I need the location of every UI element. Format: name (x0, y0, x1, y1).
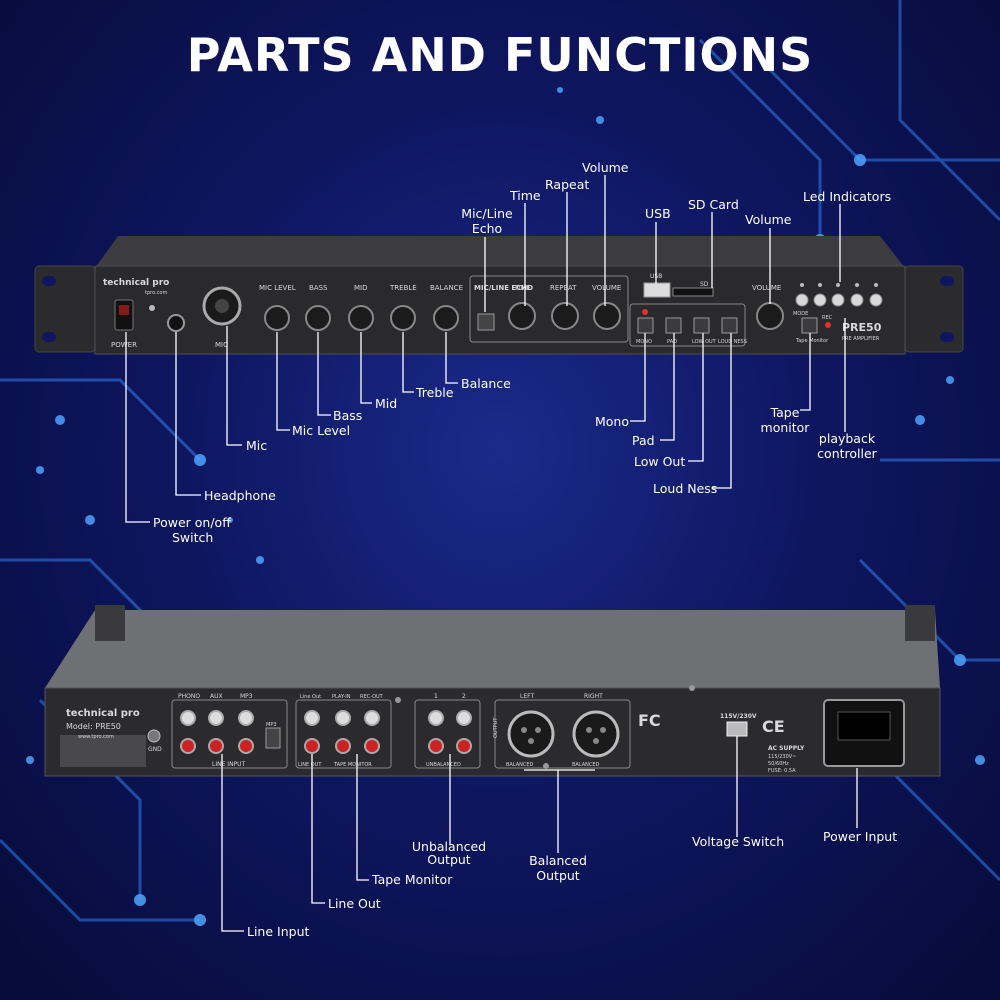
front-rec-text: REC (822, 315, 833, 321)
label-balanced-1: Balanced (529, 853, 587, 868)
front-model-sub: PRE AMPLIFIER (842, 336, 880, 342)
label-treble: Treble (416, 385, 454, 400)
label-balance: Balance (461, 376, 511, 391)
label-mic-line-echo-2: Echo (471, 221, 503, 236)
label-playback-1: playback (818, 431, 876, 446)
rear-output-text: OUTPUT (493, 717, 499, 738)
label-volume-right: Volume (745, 212, 792, 227)
front-sd-text: SD (700, 281, 709, 288)
rear-phono-text: PHONO (178, 693, 200, 700)
rear-model-line: Model: PRE50 (66, 722, 121, 731)
label-power-input: Power Input (823, 829, 898, 844)
rear-balanced-l-text: BALANCED (506, 762, 534, 768)
rear-ce-text: CE (762, 717, 785, 736)
label-unbalanced-2: Output (427, 852, 471, 867)
page-title: PARTS AND FUNCTIONS (186, 28, 814, 82)
label-unbalanced-1: Unbalanced (411, 839, 487, 854)
rear-balanced-r-text: BALANCED (572, 762, 600, 768)
rear-fcc-text: FC (638, 711, 661, 730)
rear-tape-monitor-text: TAPE MONITOR (333, 762, 372, 768)
front-mode-text: MODE (793, 311, 808, 317)
label-led-indicators: Led Indicators (803, 189, 892, 204)
front-repeat-text: REPEAT (550, 284, 577, 292)
front-brand-sub: tpro.com (145, 290, 167, 296)
front-time-text: TIME (513, 284, 531, 292)
label-sd-card: SD Card (688, 197, 739, 212)
front-power-text: POWER (111, 341, 137, 349)
front-volume-right-text: VOLUME (752, 284, 781, 292)
label-balanced-2: Output (536, 868, 580, 883)
label-low-out: Low Out (634, 454, 686, 469)
rear-ac-supply-text: AC SUPPLY (768, 745, 805, 752)
rear-line-input-text: LINE INPUT (212, 761, 246, 768)
label-usb: USB (645, 206, 671, 221)
front-mic-level-text: MIC LEVEL (259, 284, 296, 292)
front-balance-text: BALANCE (430, 284, 463, 292)
rear-ac-spec-1: 115/230V~ (768, 754, 796, 760)
label-line-input: Line Input (247, 924, 310, 939)
label-time: Time (510, 188, 541, 203)
label-tape-monitor-2: monitor (760, 420, 810, 435)
label-pad: Pad (632, 433, 655, 448)
front-loudness-text: LOUD NESS (718, 339, 747, 345)
rear-brand: technical pro (66, 708, 140, 719)
front-mic-text: MIC (215, 341, 228, 349)
rear-left-text: LEFT (520, 693, 534, 700)
rear-voltage-text: 115V/230V (720, 713, 757, 720)
label-mic-line-echo-1: Mic/Line (461, 206, 513, 221)
label-tape-monitor-1: Tape (770, 405, 800, 420)
rear-fuse-text: FUSE: 0.5A (768, 768, 796, 774)
label-volume-top: Volume (582, 160, 629, 175)
label-mono: Mono (595, 414, 630, 429)
label-bass: Bass (333, 408, 363, 423)
front-bass-text: BASS (309, 284, 328, 292)
front-echo-text: MIC/LINE ECHO (474, 284, 533, 292)
front-low-out-text: LOW OUT (692, 339, 717, 345)
label-mic: Mic (246, 438, 268, 453)
front-tape-monitor-text: Tape Monitor (795, 338, 829, 344)
label-power-2: Switch (172, 530, 214, 545)
rear-url: www.tpro.com (78, 734, 114, 740)
label-mid: Mid (375, 396, 398, 411)
rear-one-text: 1 (434, 693, 438, 700)
front-treble-text: TREBLE (389, 284, 417, 292)
rear-mp3-jack-text: MP3 (266, 722, 277, 728)
rear-two-text: 2 (462, 693, 466, 700)
label-power-1: Power on/off (153, 515, 231, 530)
front-mid-text: MID (354, 284, 368, 292)
front-volume-text: VOLUME (592, 284, 621, 292)
rear-play-in-text: PLAY-IN (332, 694, 351, 700)
rear-aux-text: AUX (210, 693, 223, 700)
rear-line-out-bottom-text: LINE OUT (298, 762, 322, 768)
rear-right-text: RIGHT (584, 693, 603, 700)
label-tape-monitor-rear: Tape Monitor (372, 872, 453, 887)
front-brand: technical pro (103, 278, 169, 288)
rear-mp3-text: MP3 (240, 693, 253, 700)
rear-unbalanced-text: UNBALANCED (426, 762, 461, 768)
rear-rec-out-text: REC-OUT (360, 694, 384, 700)
rear-gnd-text: GND (148, 746, 162, 753)
label-voltage-switch: Voltage Switch (692, 834, 785, 849)
label-mic-level: Mic Level (292, 423, 351, 438)
rear-line-out-text: Line Out (300, 694, 321, 700)
label-rapeat: Rapeat (545, 177, 590, 192)
rear-ac-spec-2: 50/60Hz (768, 761, 789, 767)
label-loud-ness: Loud Ness (653, 481, 718, 496)
label-headphone: Headphone (204, 488, 276, 503)
front-model: PRE50 (842, 321, 882, 334)
label-playback-2: controller (817, 446, 877, 461)
label-line-out: Line Out (328, 896, 381, 911)
